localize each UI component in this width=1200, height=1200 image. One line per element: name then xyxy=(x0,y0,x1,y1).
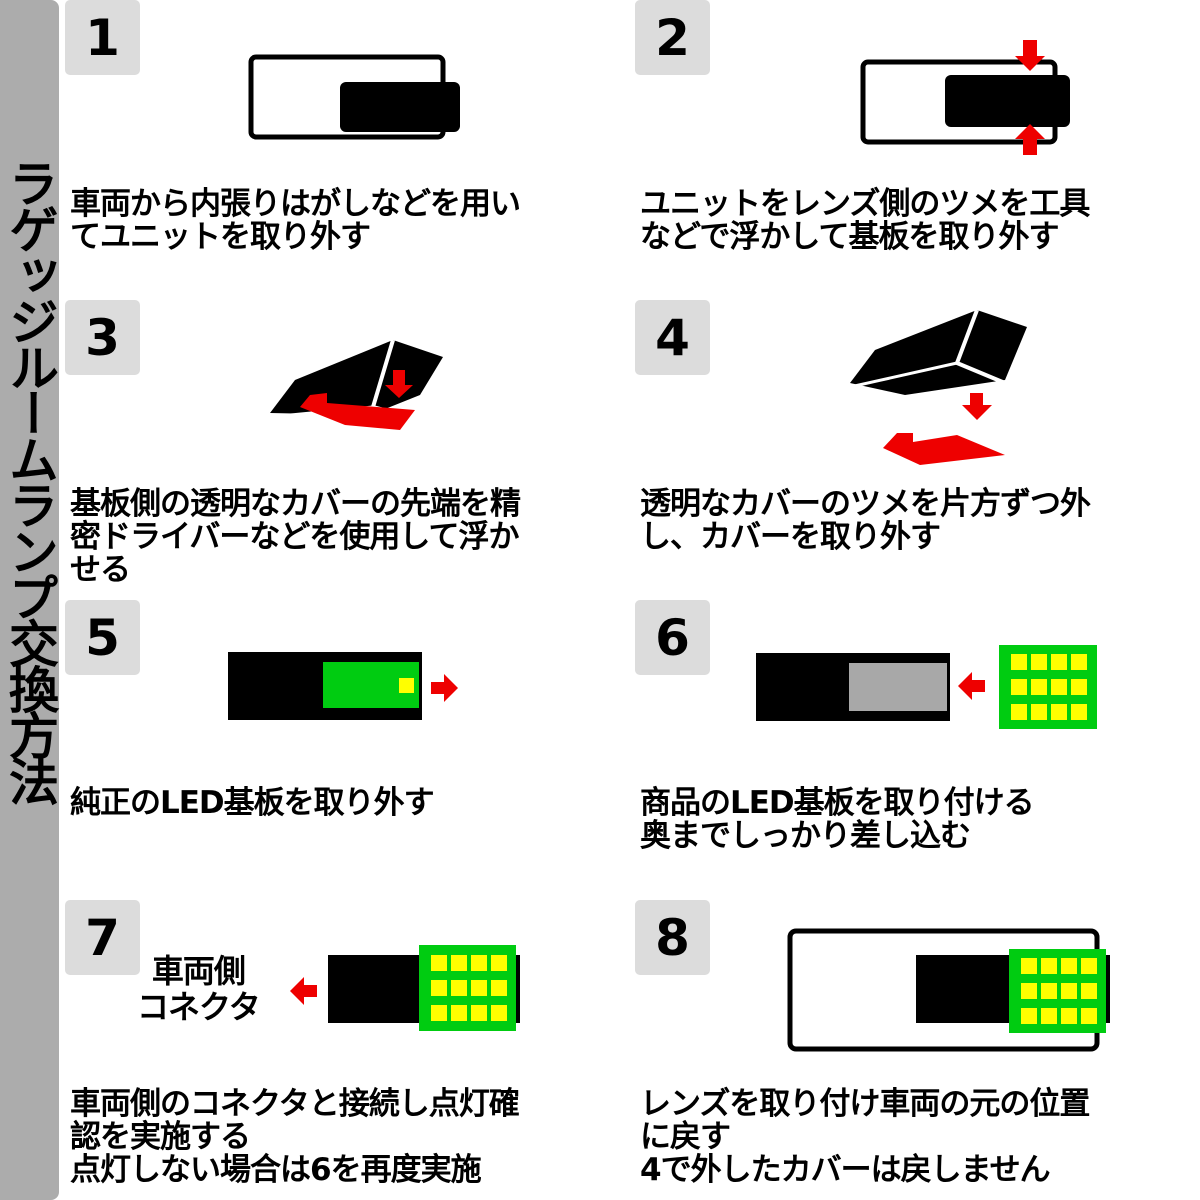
step-5-number: 5 xyxy=(65,600,140,675)
step-5-text: 純正のLED基板を取り外す xyxy=(70,785,435,821)
step-4-number: 4 xyxy=(635,300,710,375)
step-3-text: 基板側の透明なカバーの先端を精 密ドライバーなどを使用して浮か せる xyxy=(70,486,521,588)
arrow-right-icon xyxy=(431,674,458,702)
step-2-unit-diagram xyxy=(860,40,1070,155)
step-8-text: レンズを取り付け車両の元の位置 に戻す 4で外したカバーは戻しません xyxy=(640,1086,1090,1188)
step-1-text: 車両から内張りはがしなどを用い てユニットを取り外す xyxy=(70,186,521,255)
step-7-number: 7 xyxy=(65,900,140,975)
sidebar: ラゲッジルームランプ交換方法 xyxy=(0,0,59,1200)
step-8-number: 8 xyxy=(635,900,710,975)
step-6-new-led-diagram xyxy=(756,645,1097,729)
arrow-down-icon xyxy=(962,393,992,420)
vehicle-connector-label: 車両側 コネクタ xyxy=(137,952,261,1026)
arrow-down-icon xyxy=(385,370,413,398)
arrow-left-icon xyxy=(290,977,317,1005)
step-1-unit-diagram xyxy=(248,54,460,140)
step-3-cover-diagram xyxy=(269,339,443,430)
step-8-reinstall-diagram xyxy=(787,928,1110,1052)
step-4-text: 透明なカバーのツメを片方ずつ外 し、カバーを取り外す xyxy=(640,486,1091,555)
arrow-down-icon xyxy=(1015,40,1045,71)
step-6-text: 商品のLED基板を取り付ける 奥までしっかり差し込む xyxy=(640,785,1035,854)
step-5-stock-led-diagram xyxy=(228,652,458,720)
step-4-cover-diagram xyxy=(849,309,1027,465)
step-1-number: 1 xyxy=(65,0,140,75)
step-3-number: 3 xyxy=(65,300,140,375)
step-7-connect-diagram xyxy=(290,945,520,1031)
page-title: ラゲッジルームランプ交換方法 xyxy=(1,158,59,802)
step-2-number: 2 xyxy=(635,0,710,75)
step-2-text: ユニットをレンズ側のツメを工具 などで浮かして基板を取り外す xyxy=(640,186,1090,255)
step-6-number: 6 xyxy=(635,600,710,675)
step-7-text: 車両側のコネクタと接続し点灯確 認を実施する 点灯しない場合は6を再度実施 xyxy=(70,1086,520,1188)
arrow-left-icon xyxy=(958,672,985,700)
arrow-up-icon xyxy=(1015,124,1045,155)
